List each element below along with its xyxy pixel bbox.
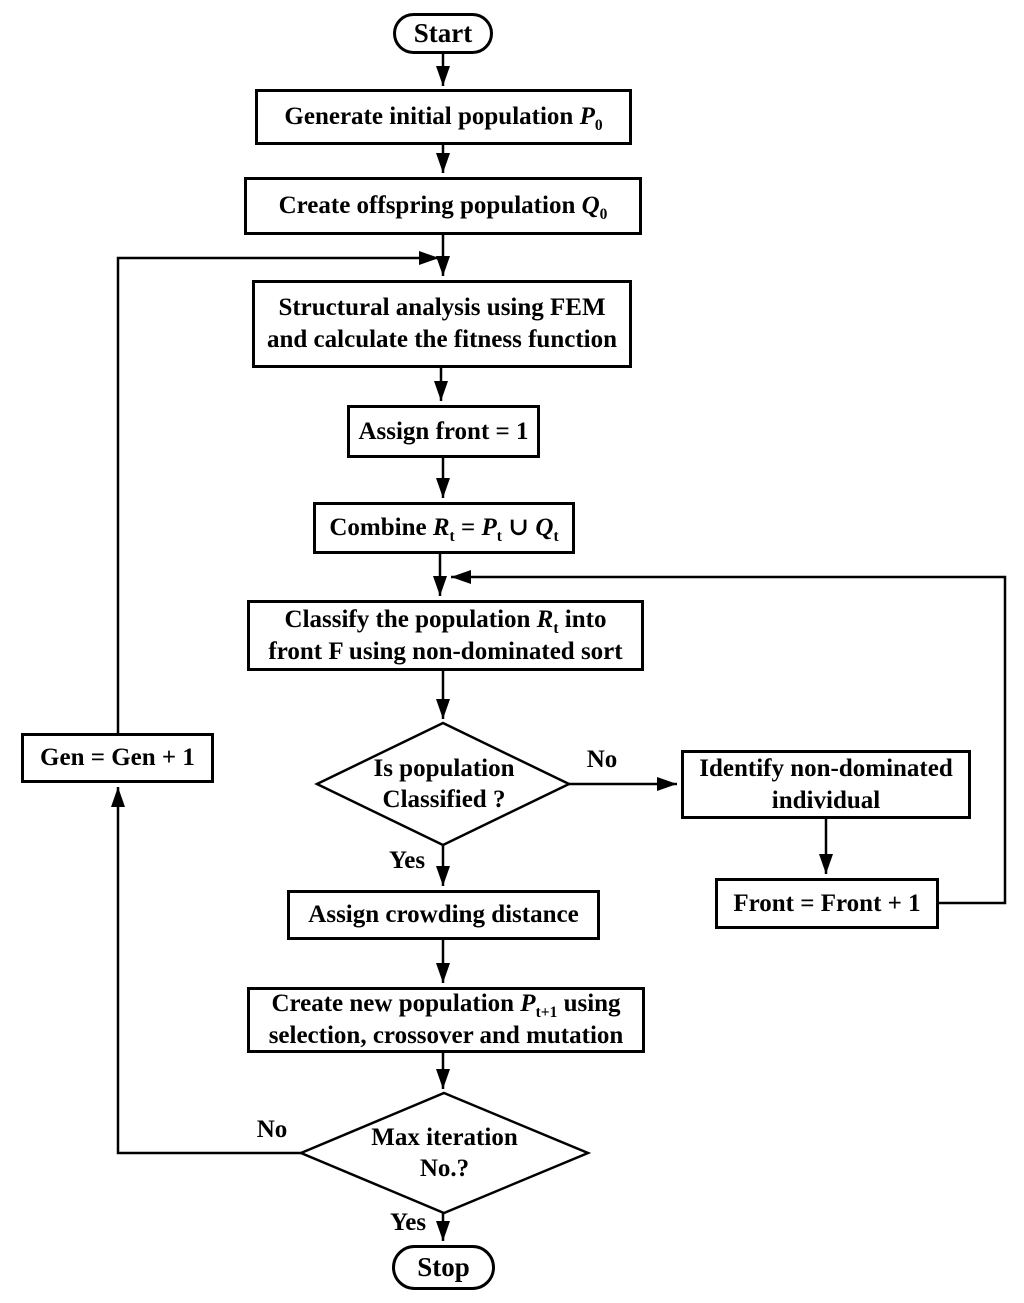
node-gen-increment: Gen = Gen + 1: [21, 733, 214, 783]
node-fem-line1: Structural analysis using FEM: [278, 294, 606, 321]
node-classify-line2: front F using non-dominated sort: [268, 637, 623, 665]
node-assign-crowding-distance: Assign crowding distance: [287, 890, 600, 940]
node-combine-populations: Combine Rt = Pt ∪ Qt: [313, 502, 575, 554]
node-fem-line2: and calculate the fitness function: [267, 326, 617, 353]
edge-label-no-decision1: No: [586, 746, 618, 773]
node-structural-analysis-fem: Structural analysis using FEM and calcul…: [252, 280, 632, 368]
decision1-line2: Classified ?: [382, 786, 506, 813]
edge-front-loop-return: [451, 570, 1007, 905]
edge-label-yes-decision1: Yes: [388, 847, 426, 874]
decision2-line2: No.?: [419, 1155, 470, 1182]
node-stop-label: Stop: [417, 1252, 470, 1283]
node-front-increment-label: Front = Front + 1: [733, 889, 921, 917]
node-start: Start: [393, 13, 493, 54]
node-start-label: Start: [413, 18, 473, 49]
edge-label-yes-decision2: Yes: [389, 1209, 427, 1236]
node-generate-initial-population: Generate initial population P0: [255, 89, 632, 145]
node-classify-line1: Classify the population Rt into: [284, 605, 607, 637]
decision-max-iteration: Max iteration No.?: [301, 1093, 588, 1213]
edge-decision2-no-geninc: [111, 787, 301, 1155]
node-stop: Stop: [392, 1245, 495, 1290]
node-create-offspring-population: Create offspring population Q0: [244, 177, 642, 235]
node-classify-population: Classify the population Rt into front F …: [247, 600, 644, 671]
node-gen-increment-label: Gen = Gen + 1: [40, 744, 195, 771]
node-identify-line1: Identify non-dominated: [699, 754, 953, 782]
decision1-line1: Is population: [373, 754, 515, 782]
node-identify-non-dominated: Identify non-dominated individual: [681, 750, 971, 819]
node-front-increment: Front = Front + 1: [715, 878, 939, 929]
decision-is-population-classified: Is population Classified ?: [319, 723, 569, 845]
decision1-diamond-shape: [314, 721, 572, 847]
node-generate-label: Generate initial population P0: [284, 103, 603, 134]
node-newpop-line2: selection, crossover and mutation: [268, 1022, 624, 1049]
node-create-new-population: Create new population Pt+1 using selecti…: [247, 987, 645, 1053]
decision2-line1: Max iteration: [371, 1123, 518, 1151]
node-offspring-label: Create offspring population Q0: [278, 192, 608, 223]
node-assign-front: Assign front = 1: [347, 405, 540, 458]
edge-label-no-decision2: No: [256, 1116, 288, 1143]
edge-gen-loop-return: [116, 251, 439, 733]
node-assign-front-label: Assign front = 1: [358, 417, 529, 445]
decision2-diamond-shape: [297, 1091, 592, 1215]
node-newpop-line1: Create new population Pt+1 using: [271, 990, 621, 1021]
node-crowding-label: Assign crowding distance: [308, 901, 579, 928]
node-combine-label: Combine Rt = Pt ∪ Qt: [329, 514, 559, 545]
node-identify-line2: individual: [771, 786, 881, 814]
